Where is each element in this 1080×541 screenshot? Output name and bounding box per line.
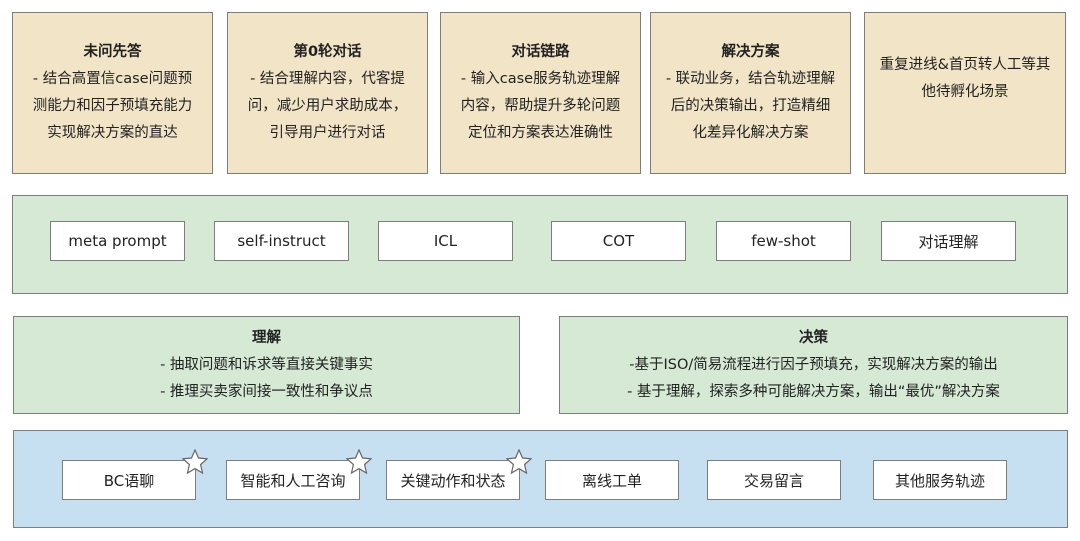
- scenario-line: - 结合高置信case问题预: [32, 71, 193, 87]
- scenario-line: - 结合理解内容，代客提: [250, 71, 405, 87]
- understanding-line: - 推理买卖家间接一致性和争议点: [160, 383, 373, 400]
- scenario-line: 内容，帮助提升多轮问题: [460, 98, 621, 114]
- technique-box: few-shot: [716, 221, 851, 261]
- technique-box: meta prompt: [50, 221, 185, 261]
- decision-box: 决策 -基于ISO/简易流程进行因子预填充，实现解决方案的输出 - 基于理解，探…: [559, 316, 1068, 414]
- scenario-title: 未问先答: [83, 44, 142, 60]
- source-box: 交易留言: [707, 460, 841, 500]
- scenario-line: 引导用户进行对话: [269, 125, 386, 141]
- scenario-line: 测能力和因子预填充能力: [32, 98, 193, 114]
- understanding-line: - 抽取问题和诉求等直接关键事实: [160, 356, 373, 373]
- scenario-line: - 输入case服务轨迹理解: [460, 71, 621, 87]
- decision-title: 决策: [799, 329, 828, 346]
- technique-box: ICL: [378, 221, 513, 261]
- scenario-card: 解决方案 - 联动业务，结合轨迹理解后的决策输出，打造精细化差异化解决方案: [650, 12, 851, 174]
- scenario-card: 未问先答 - 结合高置信case问题预测能力和因子预填充能力实现解决方案的直达: [12, 12, 213, 174]
- scenario-title: 解决方案: [721, 44, 780, 60]
- understanding-title: 理解: [252, 329, 281, 346]
- source-box: 智能和人工咨询: [226, 460, 360, 500]
- scenario-line: 他待孵化场景: [921, 84, 1009, 100]
- star-icon: [506, 449, 532, 475]
- scenario-line: 后的决策输出，打造精细: [670, 98, 831, 114]
- decision-line: -基于ISO/简易流程进行因子预填充，实现解决方案的输出: [629, 356, 998, 373]
- source-box: BC语聊: [62, 460, 196, 500]
- source-box: 关键动作和状态: [386, 460, 520, 500]
- scenario-card: 第0轮对话 - 结合理解内容，代客提问，减少用户求助成本， 引导用户进行对话: [227, 12, 428, 174]
- understanding-box: 理解 - 抽取问题和诉求等直接关键事实 - 推理买卖家间接一致性和争议点: [13, 316, 520, 414]
- scenario-line: 实现解决方案的直达: [47, 125, 178, 141]
- star-icon: [346, 449, 372, 475]
- technique-box: COT: [551, 221, 686, 261]
- technique-box: self-instruct: [214, 221, 349, 261]
- source-box: 其他服务轨迹: [873, 460, 1007, 500]
- scenario-line: - 联动业务，结合轨迹理解: [665, 71, 836, 87]
- star-icon: [182, 449, 208, 475]
- scenario-line: 重复进线&首页转人工等其: [879, 57, 1051, 73]
- decision-line: - 基于理解，探索多种可能解决方案，输出“最优”解决方案: [627, 383, 1000, 400]
- source-box: 离线工单: [545, 460, 679, 500]
- scenario-line: 定位和方案表达准确性: [468, 125, 613, 141]
- technique-box: 对话理解: [881, 221, 1016, 261]
- scenario-line: 化差异化解决方案: [692, 125, 809, 141]
- scenario-title: 第0轮对话: [293, 44, 362, 60]
- scenario-card: 对话链路 - 输入case服务轨迹理解内容，帮助提升多轮问题定位和方案表达准确性: [440, 12, 641, 174]
- scenario-line: 问，减少用户求助成本，: [247, 98, 408, 114]
- scenario-title: 对话链路: [511, 44, 570, 60]
- scenario-card: 重复进线&首页转人工等其他待孵化场景: [864, 12, 1066, 174]
